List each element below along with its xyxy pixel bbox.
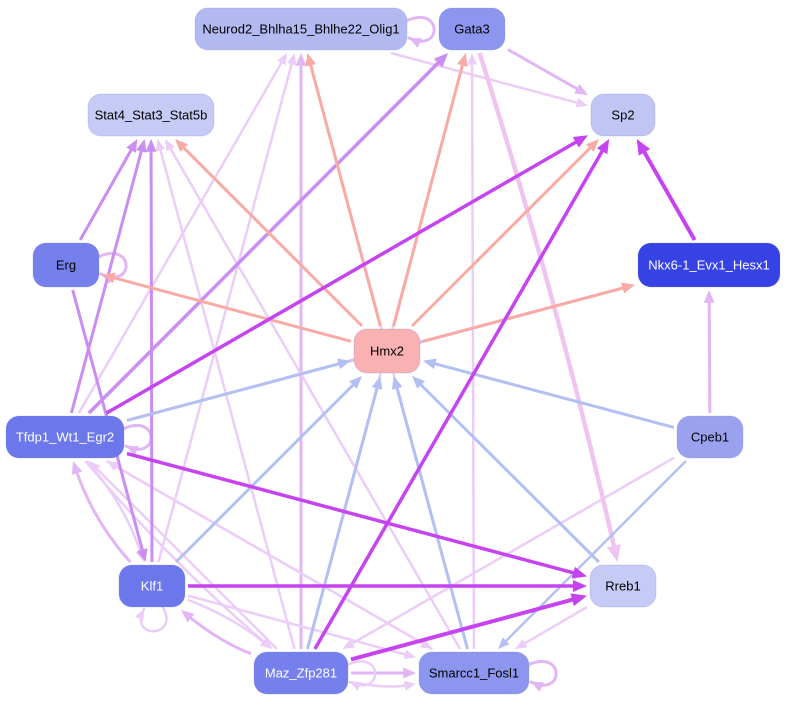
node-box-stat4 [87,93,215,137]
edge-gata3-to-sp2 [507,48,588,96]
node-label-tfdp1: Tfdp1_Wt1_Egr2 [16,430,114,445]
edge-maz-to-stat4 [155,139,296,650]
node-label-nkx6: Nkx6-1_Evx1_Hesx1 [648,258,769,273]
self-loop-klf1 [134,604,168,633]
edge-tfdp1-to-smarcc1 [105,459,433,649]
edge-cpeb1-to-maz [342,456,675,649]
edge-maz-to-hmx2 [305,376,383,650]
edge-hmx2-to-stat4 [175,139,364,328]
edge-klf1-to-maz [187,598,272,649]
node-box-klf1 [118,564,186,608]
node-label-maz: Maz_Zfp281 [265,666,337,681]
edge-maz-to-neurod2 [295,53,307,649]
edge-klf1-to-smarcc1 [187,594,416,660]
node-stat4: Stat4_Stat3_Stat5b [87,93,215,137]
self-loop-smarcc1 [526,659,558,692]
node-label-cpeb1: Cpeb1 [691,430,729,445]
node-label-gata3: Gata3 [454,22,489,37]
edge-smarcc1-to-hmx2 [391,376,469,650]
node-label-erg: Erg [56,258,76,273]
node-box-rreb1 [589,564,657,608]
edge-rreb1-to-hmx2 [412,376,600,564]
edge-tfdp1-to-stat4 [69,139,147,414]
node-box-hmx2 [353,328,421,374]
node-sp2: Sp2 [590,93,656,137]
edge-klf1-to-neurod2 [157,53,297,563]
edge-hmx2-to-erg [102,272,352,343]
edge-gata3-to-rreb1 [477,52,621,562]
edge-smarcc1-to-gata3 [467,53,477,650]
edge-maz-to-klf1 [181,610,252,656]
edge-rreb1-to-smarcc1 [515,605,588,649]
node-klf1: Klf1 [118,564,186,608]
edge-klf1-to-rreb1 [188,579,587,593]
node-label-smarcc1: Smarcc1_Fosl1 [429,666,519,681]
node-smarcc1: Smarcc1_Fosl1 [418,651,530,695]
node-box-maz [253,651,349,695]
node-box-sp2 [590,93,656,137]
node-label-rreb1: Rreb1 [605,579,640,594]
node-box-erg [32,242,100,288]
node-label-neurod2: Neurod2_Bhlha15_Bhlhe22_Olig1 [202,22,399,37]
edge-tfdp1-to-sp2 [105,135,588,415]
edge-klf1-to-stat4 [145,139,157,563]
node-label-klf1: Klf1 [141,579,163,594]
node-neurod2: Neurod2_Bhlha15_Bhlhe22_Olig1 [194,7,408,51]
node-gata3: Gata3 [438,7,506,51]
self-loop-neurod2 [404,15,436,48]
self-loop-maz [345,660,377,691]
edge-cpeb1-to-smarcc1 [498,460,687,649]
node-box-neurod2 [194,7,408,51]
edge-erg-to-stat4 [78,139,138,241]
edge-nkx6-to-sp2 [636,139,697,241]
node-box-tfdp1 [5,415,125,459]
edge-maz-to-sp2 [313,139,610,650]
node-hmx2: Hmx2 [353,328,421,374]
node-rreb1: Rreb1 [589,564,657,608]
edge-tfdp1-to-neurod2 [77,53,288,414]
node-tfdp1: Tfdp1_Wt1_Egr2 [5,415,125,459]
node-label-sp2: Sp2 [611,108,634,123]
node-erg: Erg [32,242,100,288]
edge-maz-to-tfdp1 [89,461,278,650]
node-box-gata3 [438,7,506,51]
edge-tfdp1-to-hmx2 [126,358,351,422]
edge-cpeb1-to-nkx6 [703,290,715,414]
node-maz: Maz_Zfp281 [253,651,349,695]
node-box-cpeb1 [676,415,744,459]
edge-hmx2-to-gata3 [392,53,468,327]
node-box-smarcc1 [418,651,530,695]
node-cpeb1: Cpeb1 [676,415,744,459]
node-box-nkx6 [637,242,781,288]
edge-hmx2-to-sp2 [410,139,599,328]
edge-cpeb1-to-hmx2 [423,358,675,429]
edge-tfdp1-to-rreb1 [126,451,587,579]
edge-maz-to-smarcc1 [351,667,416,679]
edge-maz-to-rreb1 [350,593,587,662]
edge-hmx2-to-nkx6 [422,282,635,343]
node-label-hmx2: Hmx2 [370,344,404,359]
edge-smarcc1-to-stat4 [164,139,462,650]
edge-tfdp1-to-gata3 [87,53,449,415]
edge-hmx2-to-neurod2 [305,53,382,327]
edge-klf1-to-tfdp1 [71,461,132,564]
edge-klf1-to-hmx2 [174,376,362,564]
node-nkx6: Nkx6-1_Evx1_Hesx1 [637,242,781,288]
self-loop-tfdp1 [121,423,153,456]
node-label-stat4: Stat4_Stat3_Stat5b [95,108,208,123]
